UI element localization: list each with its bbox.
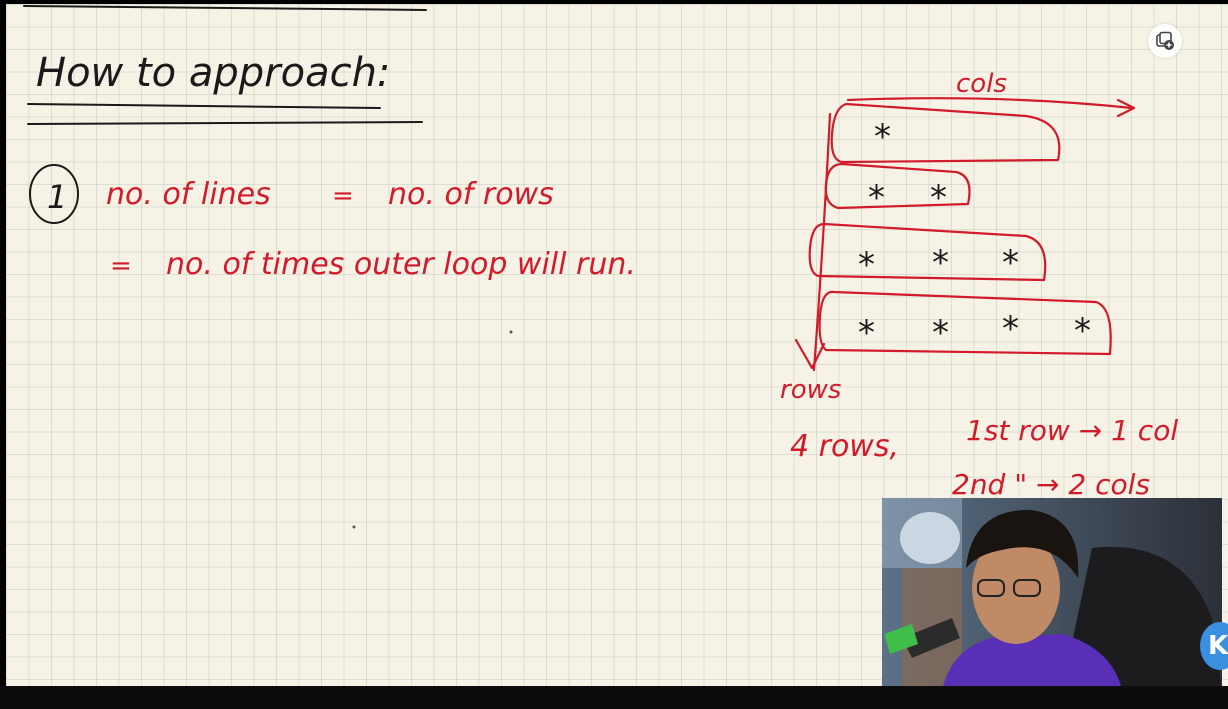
star-layer: * * * * * * * * * *: [858, 117, 1091, 353]
channel-badge[interactable]: K: [1200, 622, 1228, 670]
cols-arrow: [846, 97, 1134, 110]
step-circle: [29, 164, 79, 224]
line1-eq: =: [332, 181, 354, 211]
top-stroke: [23, 5, 427, 11]
rule-2: 2nd " → 2 cols: [952, 468, 1150, 501]
notebook-canvas: How to approach: 1 no. of lines = no. of…: [6, 4, 1228, 686]
heading: How to approach:: [36, 50, 390, 96]
star: *: [858, 313, 875, 353]
row-box-3: [808, 222, 1047, 282]
cols-label: cols: [956, 69, 1007, 99]
star: *: [868, 178, 885, 218]
star: *: [932, 243, 949, 283]
webcam-overlay: [882, 498, 1222, 690]
star: *: [874, 117, 891, 157]
stray-dot: [509, 330, 513, 334]
heading-underline-1: [27, 103, 381, 109]
cols-arrow-head: [1116, 98, 1136, 118]
add-to-queue-icon: [1156, 31, 1174, 50]
stray-dot: [352, 525, 356, 529]
row-box-1: [830, 102, 1061, 164]
star: *: [1002, 309, 1019, 349]
line2-eq: =: [110, 251, 132, 281]
rows-label: rows: [780, 375, 841, 405]
star: *: [1002, 243, 1019, 283]
presenter-video: [882, 498, 1222, 690]
rows-arrow: [812, 112, 832, 372]
star: *: [858, 245, 875, 285]
line1-left: no. of lines: [106, 177, 271, 212]
star: *: [932, 313, 949, 353]
pattern-diagram: cols rows * * * * * * * * * *: [780, 69, 1178, 501]
star: *: [930, 178, 947, 218]
row-box-4: [818, 290, 1112, 356]
step-number: 1: [47, 178, 67, 216]
line1-right: no. of rows: [388, 177, 554, 212]
row-box-2: [824, 162, 971, 210]
bottom-bar: [0, 686, 1228, 709]
rule-1: 1st row → 1 col: [966, 414, 1178, 447]
add-to-queue-button[interactable]: [1148, 24, 1182, 58]
star: *: [1074, 311, 1091, 351]
handwritten-notes: How to approach: 1 no. of lines = no. of…: [23, 5, 1178, 529]
line2-text: no. of times outer loop will run.: [166, 247, 636, 282]
rows-arrow-head: [794, 338, 826, 370]
rows-summary: 4 rows,: [790, 429, 899, 464]
heading-underline-2: [27, 121, 423, 125]
